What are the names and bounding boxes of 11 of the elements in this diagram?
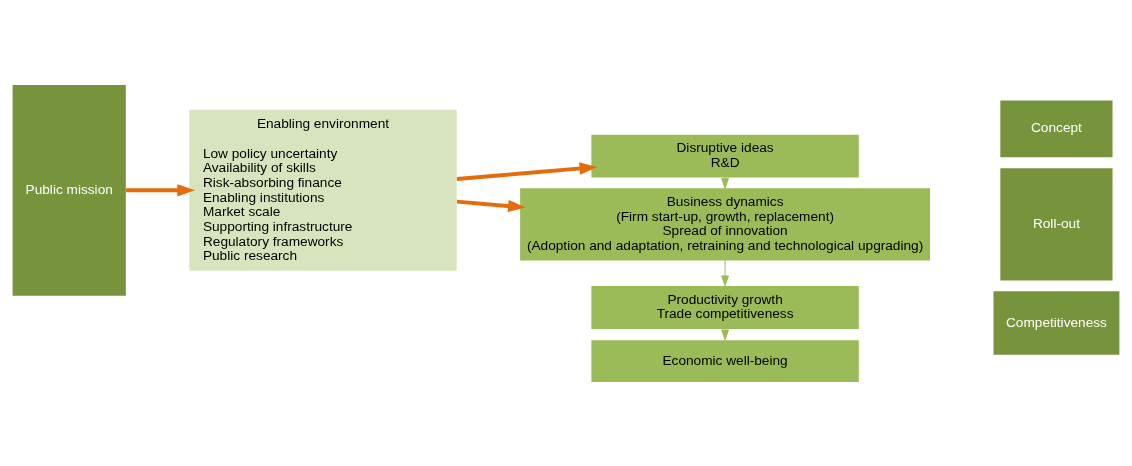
node-box: Enabling environment Low policy uncertainty Availability of skills Risk-absorbing finance Enabling institutions Market scale Supporting infrastructure Regulatory frameworks Public research (189, 109, 457, 271)
arrow (126, 183, 195, 196)
node-box: Public mission (12, 84, 126, 296)
arrow (456, 199, 526, 212)
arrow (456, 161, 598, 181)
node-box: Roll-out (1000, 167, 1113, 281)
node-box: Competitiveness (993, 290, 1120, 355)
node-box: Economic well-being (591, 339, 859, 382)
node-box: Business dynamics (Firm start-up, growth, replacement) Spread of innovation (Adoption and adaptation, retraining and technological upgrading) (520, 187, 931, 261)
arrow (721, 259, 729, 286)
node-box: Concept (1000, 100, 1113, 157)
